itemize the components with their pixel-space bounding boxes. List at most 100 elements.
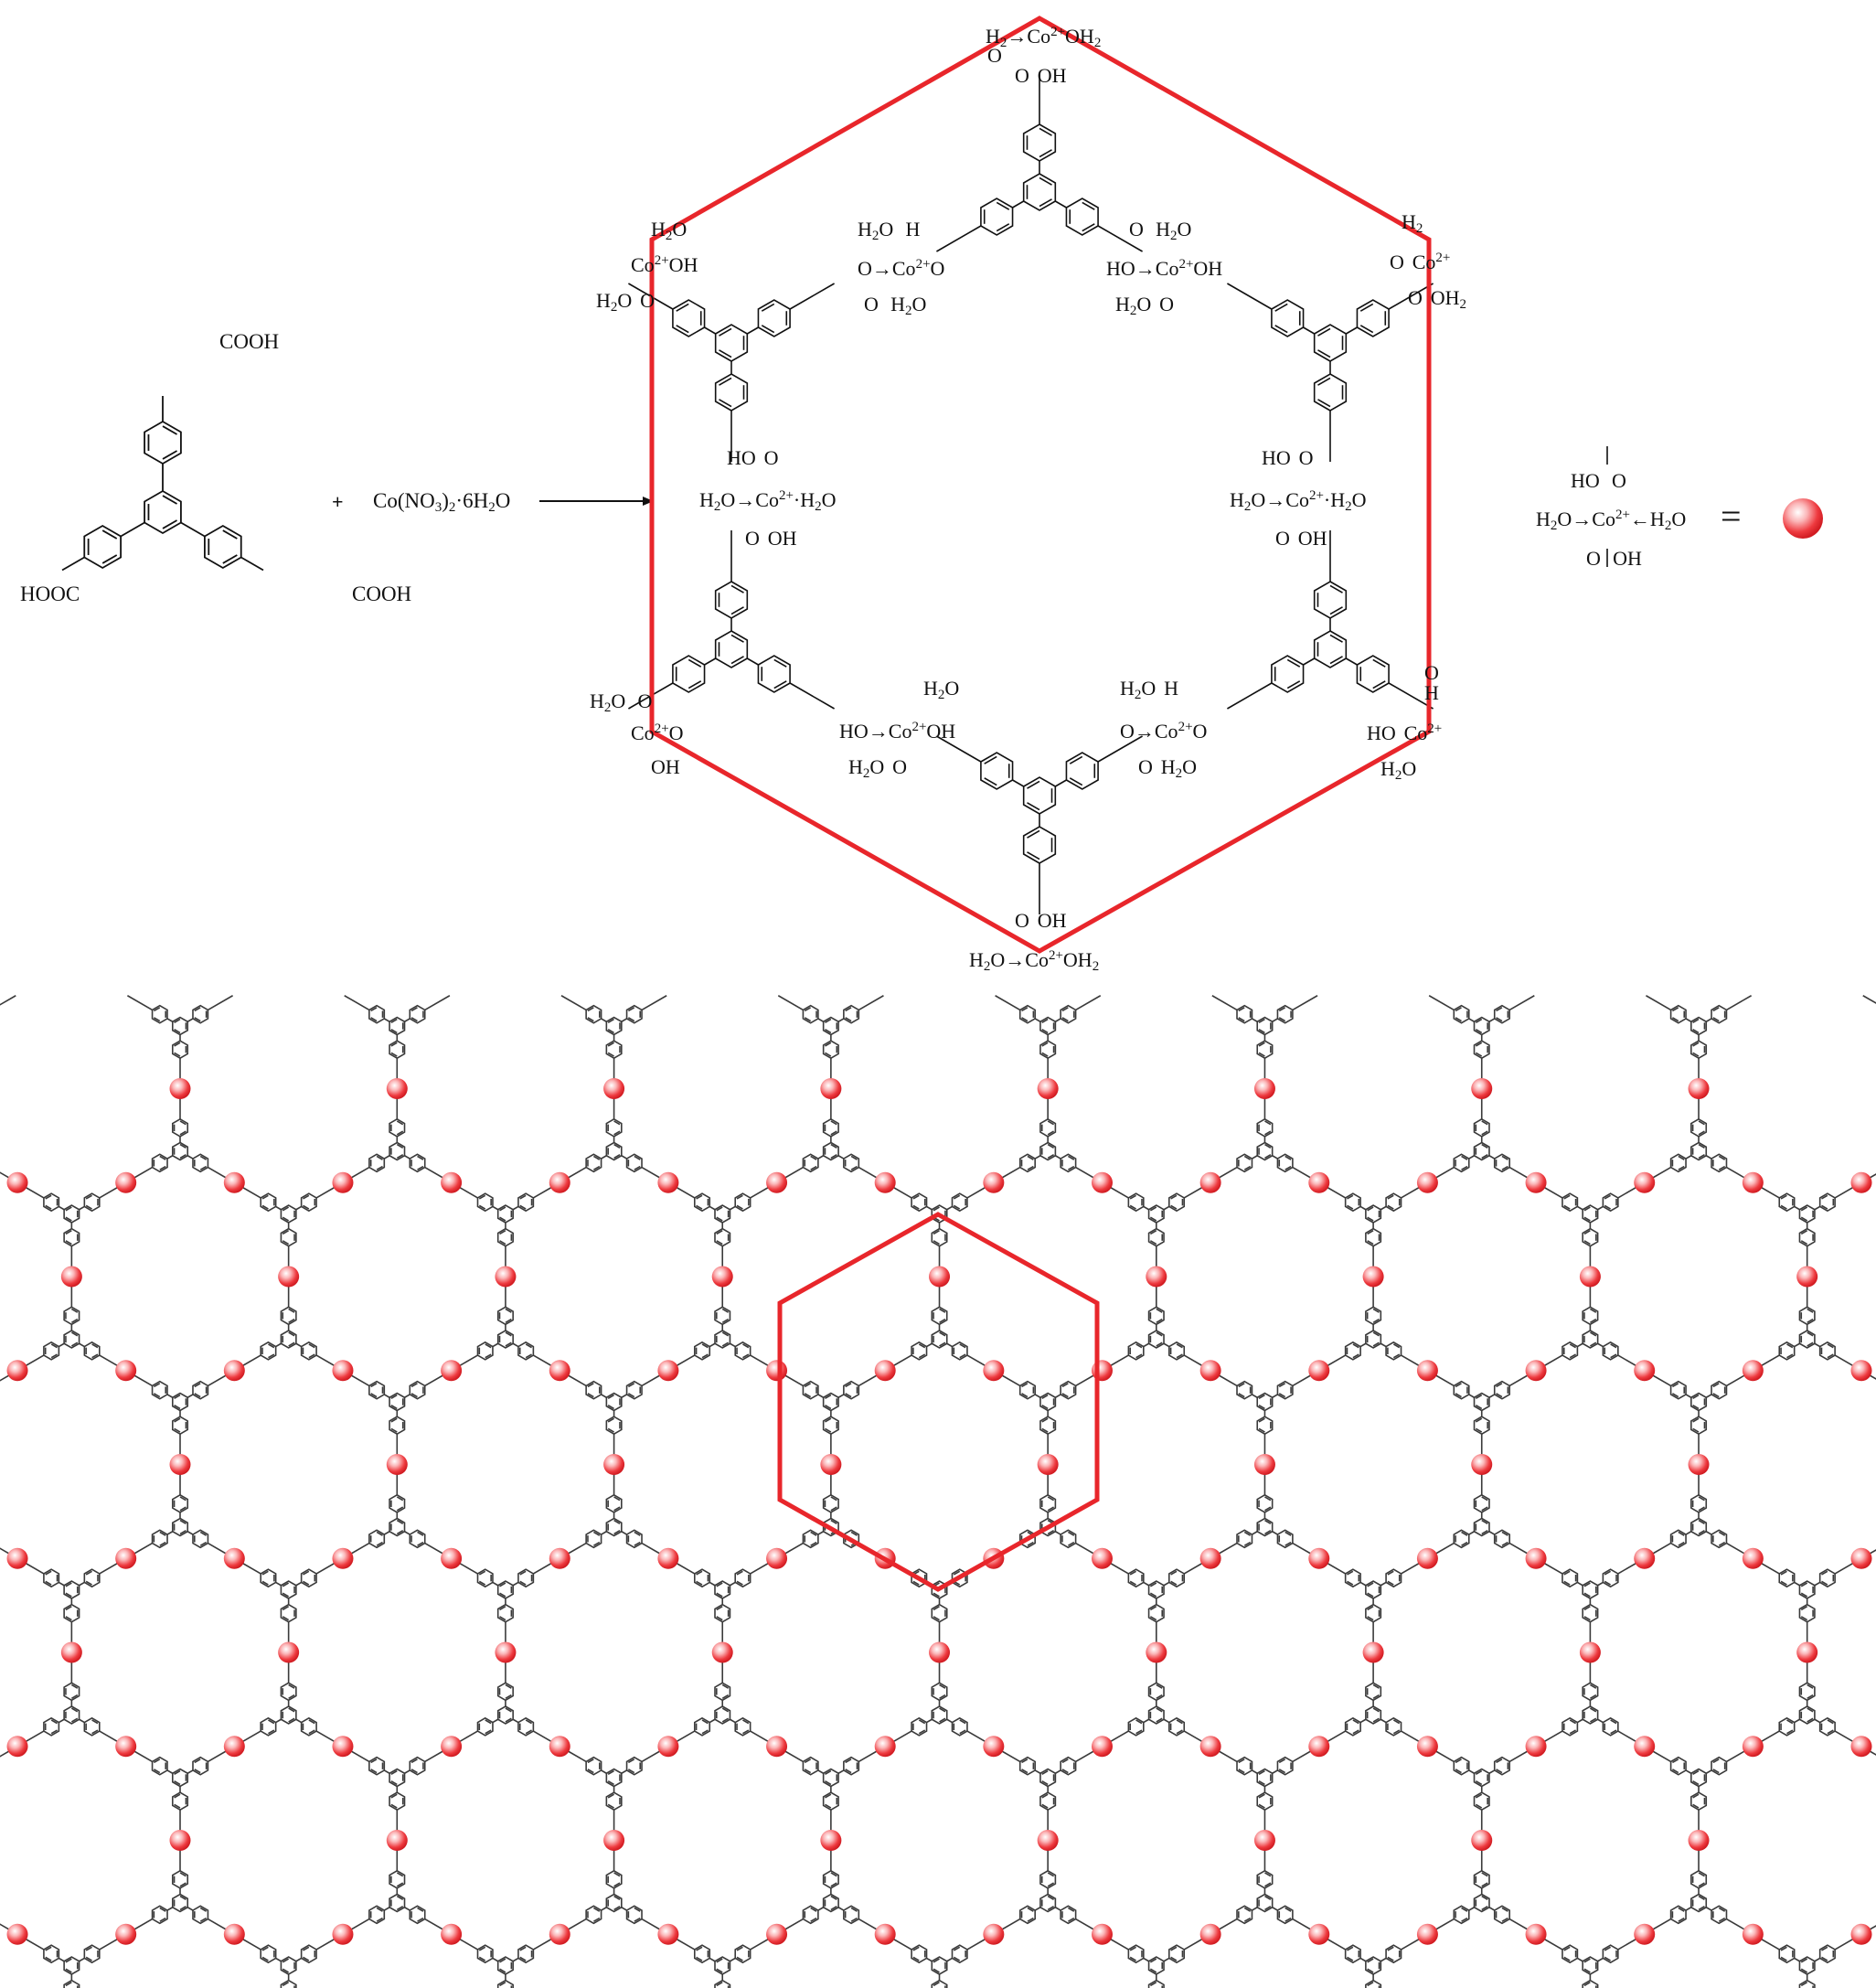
co-node-sphere bbox=[657, 1923, 679, 1945]
legend-co-center: H2O→Co2+←H2O bbox=[1536, 508, 1687, 533]
co-node-sphere bbox=[1253, 1830, 1275, 1851]
co-node-sphere bbox=[1037, 1078, 1059, 1099]
co-node-sphere bbox=[820, 1830, 842, 1851]
co-node-sphere bbox=[6, 1360, 28, 1382]
unit-cell-hexagon-outline bbox=[649, 16, 1432, 954]
co-ur: O Co2+ bbox=[1390, 251, 1451, 273]
co-node-sphere bbox=[1525, 1360, 1547, 1382]
co-node-sphere bbox=[603, 1830, 625, 1851]
co-node-sphere bbox=[1742, 1547, 1764, 1569]
co-node-sphere bbox=[1471, 1454, 1493, 1475]
co-node-sphere bbox=[1199, 1923, 1221, 1945]
co-lr-b: H2O bbox=[1380, 757, 1417, 783]
co-bot: H2O→Co2+OH2 bbox=[969, 948, 1100, 974]
co-node-sphere bbox=[1688, 1454, 1710, 1475]
co-tr-h2o: O H2O bbox=[1129, 218, 1192, 243]
co-node-sphere bbox=[169, 1454, 191, 1475]
co-node-sphere bbox=[1091, 1171, 1113, 1193]
co-lr: HO Co2+ bbox=[1367, 721, 1443, 744]
co-node-sphere bbox=[332, 1547, 354, 1569]
co-node-sphere bbox=[441, 1171, 463, 1193]
co-br: O→Co2+O bbox=[1120, 720, 1208, 743]
co-node-sphere bbox=[115, 1736, 137, 1758]
co-node-sphere bbox=[549, 1171, 570, 1193]
co-node-sphere bbox=[169, 1830, 191, 1851]
co-br-b: O H2O bbox=[1138, 755, 1197, 781]
co-node-sphere bbox=[549, 1923, 570, 1945]
co-ll-h2o: H2O O bbox=[590, 689, 653, 715]
co-node-sphere bbox=[874, 1736, 896, 1758]
co-node-sphere bbox=[711, 1641, 733, 1663]
co-node-sphere bbox=[1742, 1736, 1764, 1758]
co-lm: H2O→Co2+·H2O bbox=[699, 488, 837, 514]
legend-ho: HO O bbox=[1571, 469, 1626, 492]
co-node-sphere bbox=[983, 1923, 1005, 1945]
co-node-sphere bbox=[278, 1641, 300, 1663]
plus-sign: + bbox=[332, 490, 344, 513]
co-top-o: O bbox=[987, 44, 1002, 67]
co-node-sphere bbox=[983, 1736, 1005, 1758]
co-node-sphere bbox=[1308, 1171, 1330, 1193]
co-node-sphere bbox=[874, 1171, 896, 1193]
co-node-sphere bbox=[495, 1266, 517, 1288]
co-node-sphere bbox=[223, 1547, 245, 1569]
co-node-sphere bbox=[929, 1266, 951, 1288]
co-tl: O→Co2+O bbox=[858, 257, 945, 280]
co-node-sphere bbox=[1850, 1923, 1872, 1945]
co-node-sphere bbox=[1634, 1736, 1656, 1758]
co-node-sphere bbox=[711, 1266, 733, 1288]
co-top-ooh: O OH bbox=[1015, 64, 1067, 87]
co-node-sphere bbox=[1091, 1736, 1113, 1758]
co-node-sphere bbox=[1471, 1078, 1493, 1099]
co-node-sphere bbox=[115, 1171, 137, 1193]
co-tl-b: O H2O bbox=[864, 293, 927, 318]
co-node-sphere bbox=[1416, 1923, 1438, 1945]
co-node-sphere bbox=[1471, 1830, 1493, 1851]
co-node-sphere bbox=[1253, 1078, 1275, 1099]
co-ul-h2o: H2O bbox=[651, 218, 688, 243]
co-node-sphere bbox=[874, 1360, 896, 1382]
co-node-sphere bbox=[223, 1360, 245, 1382]
co-node-sphere bbox=[115, 1360, 137, 1382]
co-node-sphere bbox=[1308, 1360, 1330, 1382]
co-lm-ho: HO O bbox=[727, 446, 779, 469]
co-lm-oh: O OH bbox=[745, 527, 797, 550]
co-node-sphere bbox=[874, 1923, 896, 1945]
lattice-highlight-hexagon bbox=[777, 1212, 1100, 1592]
co-node-sphere bbox=[1308, 1923, 1330, 1945]
co-node-sphere bbox=[441, 1360, 463, 1382]
co-node-sphere bbox=[1308, 1736, 1330, 1758]
co-node-sphere bbox=[278, 1266, 300, 1288]
co-node-sphere bbox=[766, 1360, 788, 1382]
co-ul-h2o-b: H2O O bbox=[596, 289, 655, 315]
co-node-sphere bbox=[1525, 1923, 1547, 1945]
co-node-sphere bbox=[1037, 1454, 1059, 1475]
co-node-sphere bbox=[1579, 1641, 1601, 1663]
linker-cooh-right: COOH bbox=[352, 583, 412, 605]
co-node-sphere bbox=[657, 1547, 679, 1569]
co-node-sphere bbox=[603, 1078, 625, 1099]
co-node-sphere bbox=[1796, 1266, 1818, 1288]
co-tr-b: H2O O bbox=[1115, 293, 1174, 318]
co-node-sphere bbox=[1416, 1547, 1438, 1569]
co-node-sphere bbox=[1525, 1171, 1547, 1193]
legend-node-sphere bbox=[1783, 498, 1823, 539]
linker-hooc-left: HOOC bbox=[20, 583, 80, 605]
co-bot-ooh: O OH bbox=[1015, 909, 1067, 932]
co-node-sphere bbox=[441, 1923, 463, 1945]
legend-equals: = bbox=[1721, 496, 1742, 537]
co-node-sphere bbox=[1199, 1171, 1221, 1193]
co-rm-oh: O OH bbox=[1275, 527, 1327, 550]
co-node-sphere bbox=[1634, 1923, 1656, 1945]
co-ll: Co2+O bbox=[631, 721, 684, 744]
co-ul: Co2+OH bbox=[631, 253, 698, 276]
co-tr: HO→Co2+OH bbox=[1106, 257, 1223, 280]
co-node-sphere bbox=[1416, 1360, 1438, 1382]
metal-salt-formula: Co(NO3)2·6H2O bbox=[373, 489, 511, 515]
co-node-sphere bbox=[332, 1923, 354, 1945]
co-node-sphere bbox=[1634, 1360, 1656, 1382]
co-node-sphere bbox=[1525, 1736, 1547, 1758]
co-node-sphere bbox=[1091, 1360, 1113, 1382]
co-node-sphere bbox=[929, 1641, 951, 1663]
